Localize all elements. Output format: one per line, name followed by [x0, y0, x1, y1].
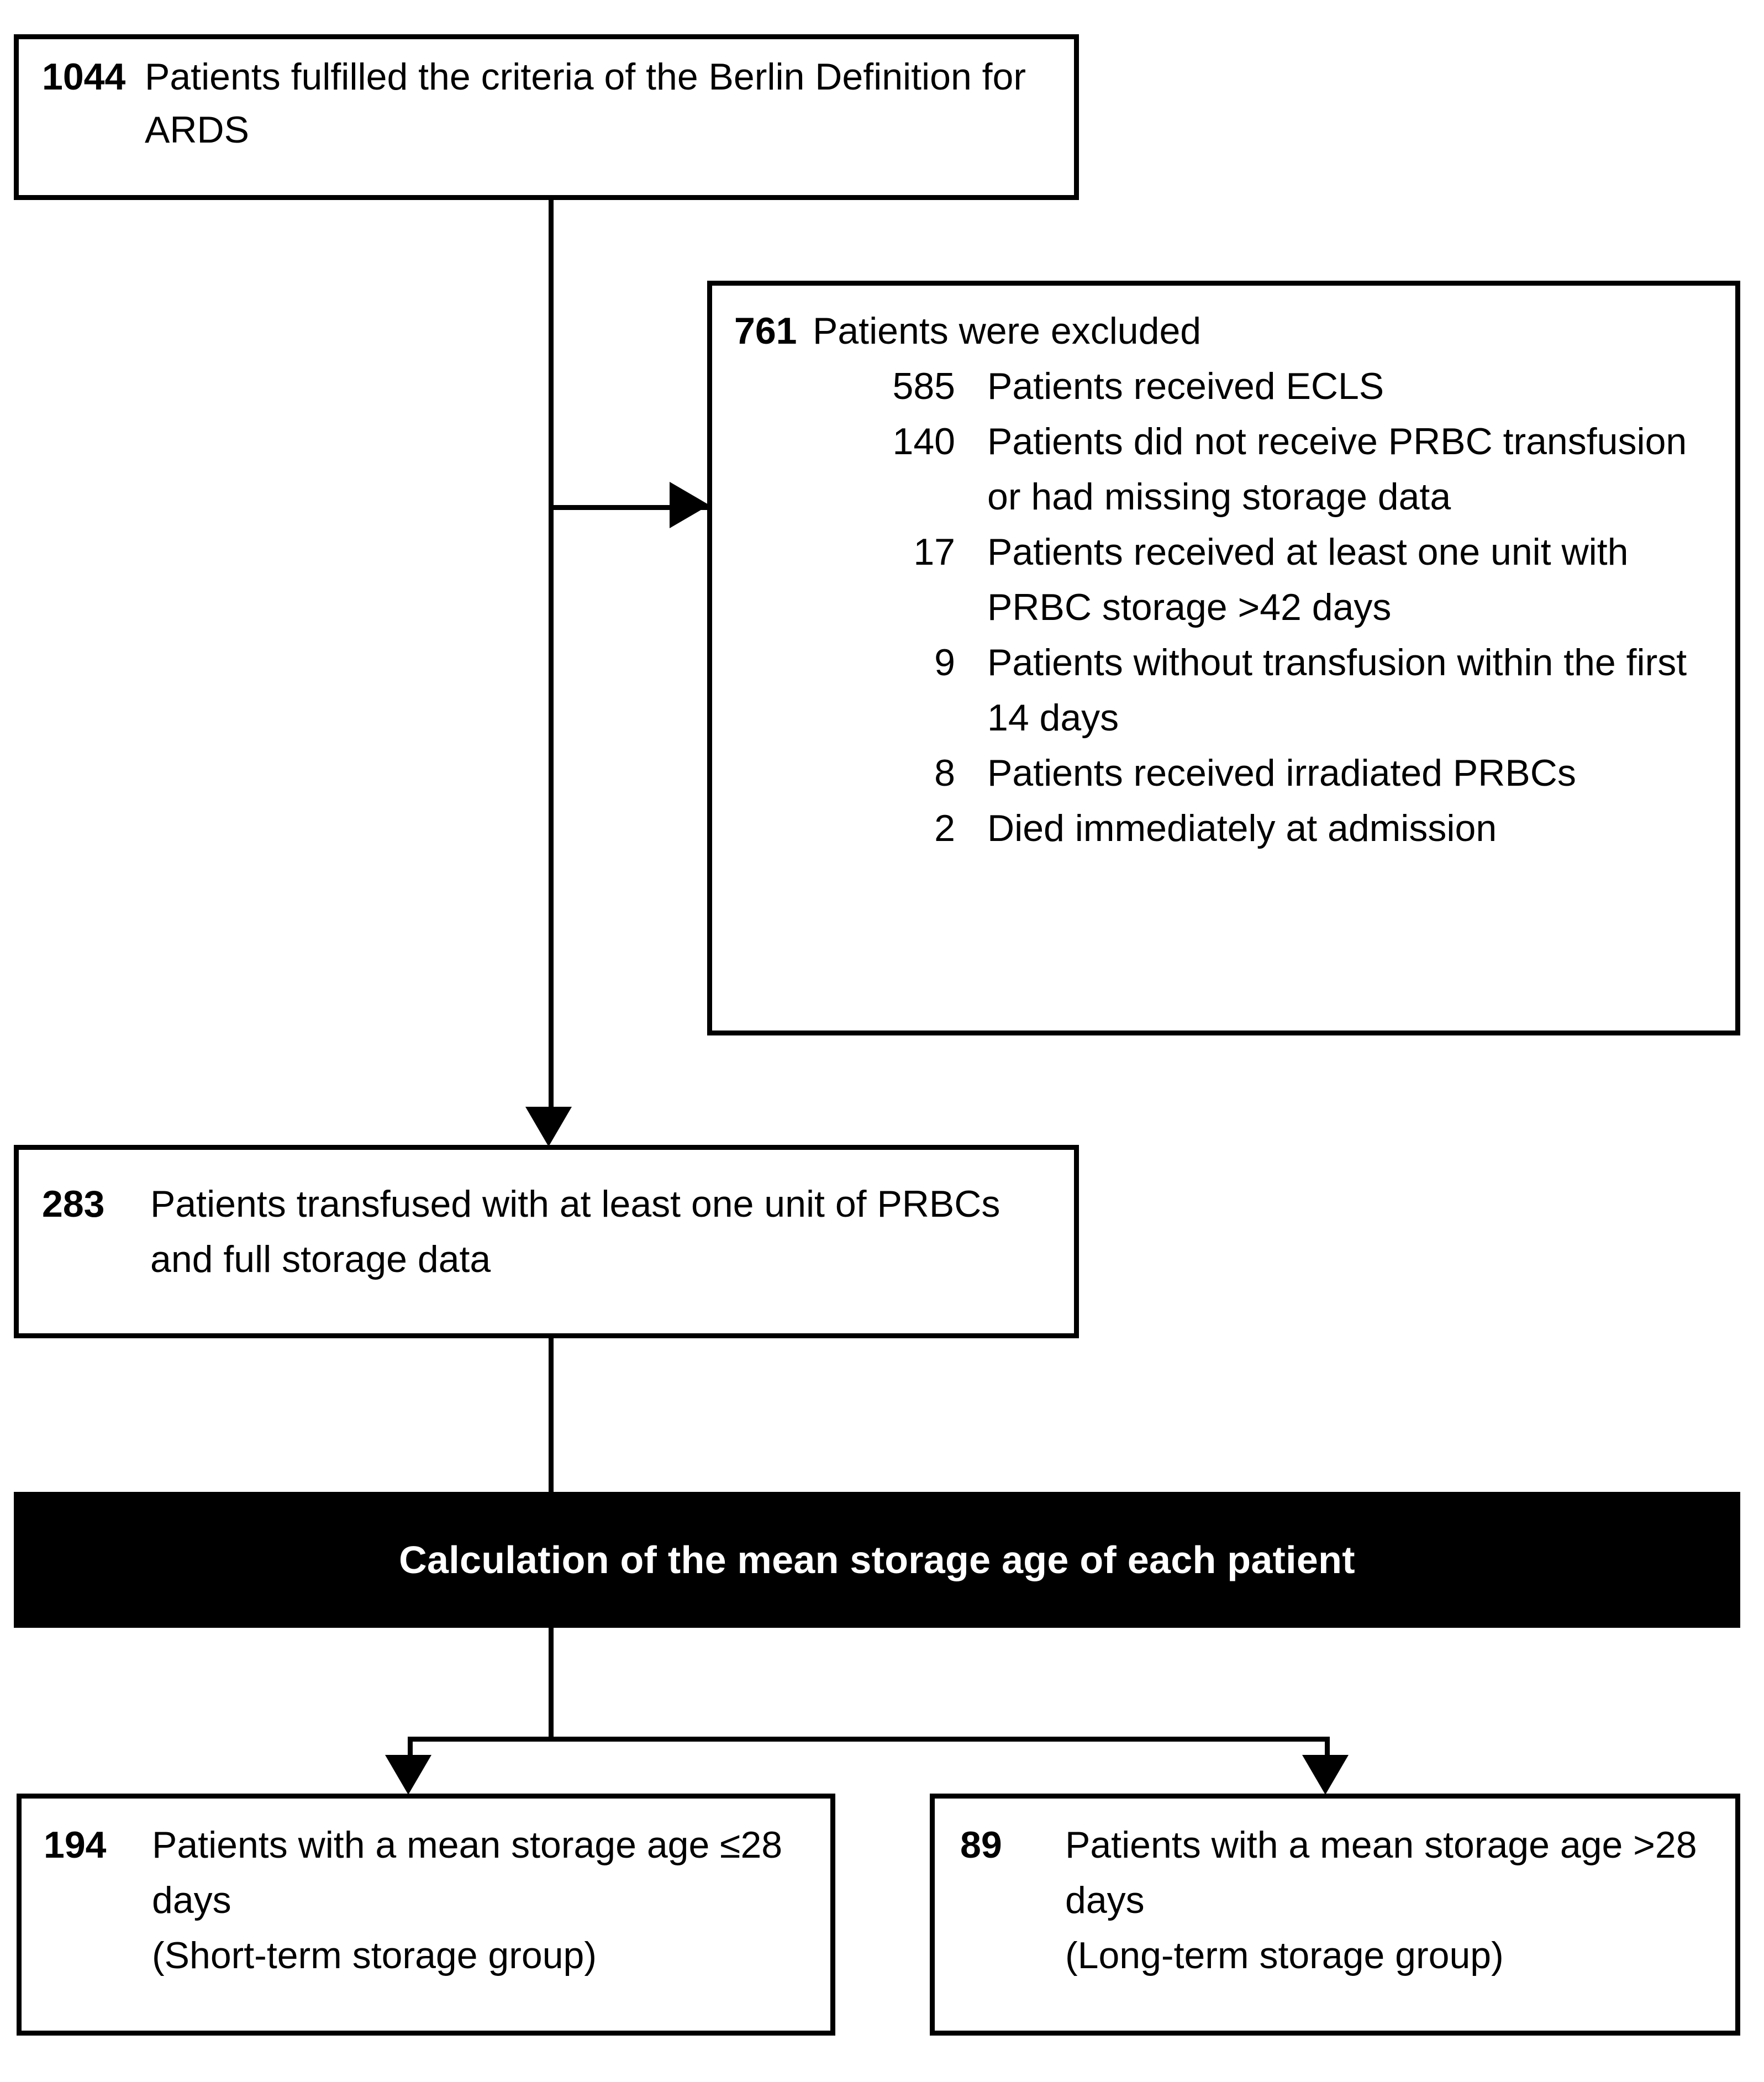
reason-count: 8	[934, 752, 955, 794]
long-term-row: 89 Patients with a mean storage age >28 …	[960, 1817, 1722, 1983]
reason-label: Patients received ECLS	[987, 365, 1384, 407]
reason-label: Patients received at least one unit with…	[987, 531, 1629, 628]
short-term-row: 194 Patients with a mean storage age ≤28…	[44, 1817, 817, 1983]
reason-label: Died immediately at admission	[987, 807, 1497, 849]
list-item: 17 Patients received at least one unit w…	[734, 524, 1724, 635]
list-item: 9 Patients without transfusion within th…	[734, 635, 1724, 745]
exclusion-reason-list: 585 Patients received ECLS 140 Patients …	[734, 359, 1724, 856]
screened-row: 1044 Patients fulfilled the criteria of …	[42, 50, 1052, 156]
excluded-header-row: 761 Patients were excluded	[734, 303, 1724, 359]
long-term-count: 89	[960, 1824, 1002, 1866]
reason-count: 585	[892, 365, 955, 407]
long-term-group-name: (Long-term storage group)	[1065, 1934, 1504, 1976]
reason-label: Patients did not receive PRBC transfusio…	[987, 420, 1687, 518]
connector-to-excluded	[551, 505, 711, 510]
reason-count: 140	[892, 420, 955, 462]
connector-screened-to-included	[549, 200, 554, 1111]
short-term-group-name: (Short-term storage group)	[152, 1934, 597, 1976]
reason-count: 9	[934, 642, 955, 684]
list-item: 2 Died immediately at admission	[734, 801, 1724, 856]
arrowhead-down-included	[525, 1107, 572, 1147]
arrowhead-down-short-term	[385, 1755, 431, 1795]
reason-label: Patients without transfusion within the …	[987, 642, 1687, 739]
arrowhead-right-excluded	[670, 482, 709, 528]
long-term-label: Patients with a mean storage age >28 day…	[1065, 1824, 1697, 1921]
calculation-banner-label: Calculation of the mean storage age of e…	[399, 1538, 1355, 1581]
list-item: 8 Patients received irradiated PRBCs	[734, 745, 1724, 801]
included-count: 283	[42, 1183, 105, 1225]
connector-included-to-calculation	[549, 1338, 554, 1493]
list-item: 585 Patients received ECLS	[734, 359, 1724, 414]
short-term-label: Patients with a mean storage age ≤28 day…	[152, 1824, 783, 1921]
excluded-patients-box: 761 Patients were excluded 585 Patients …	[707, 281, 1740, 1035]
long-term-group-box: 89 Patients with a mean storage age >28 …	[930, 1794, 1740, 2036]
reason-label: Patients received irradiated PRBCs	[987, 752, 1576, 794]
short-term-group-box: 194 Patients with a mean storage age ≤28…	[17, 1794, 835, 2036]
short-term-text: Patients with a mean storage age ≤28 day…	[152, 1817, 817, 1983]
calculation-banner: Calculation of the mean storage age of e…	[14, 1492, 1740, 1628]
arrowhead-down-long-term	[1302, 1755, 1349, 1795]
reason-count: 2	[934, 807, 955, 849]
list-item: 140 Patients did not receive PRBC transf…	[734, 414, 1724, 524]
connector-calculation-to-split	[549, 1628, 554, 1740]
short-term-count: 194	[44, 1824, 107, 1866]
included-label: Patients transfused with at least one un…	[150, 1183, 1001, 1280]
included-patients-box: 283 Patients transfused with at least on…	[14, 1145, 1079, 1338]
reason-count: 17	[913, 531, 955, 573]
excluded-count: 761	[734, 310, 797, 352]
split-bar	[408, 1737, 1330, 1742]
screened-count: 1044	[42, 56, 126, 98]
included-row: 283 Patients transfused with at least on…	[42, 1176, 1057, 1287]
long-term-text: Patients with a mean storage age >28 day…	[1065, 1817, 1722, 1983]
excluded-label: Patients were excluded	[813, 310, 1202, 352]
screened-label: Patients fulfilled the criteria of the B…	[145, 56, 1026, 151]
screened-patients-box: 1044 Patients fulfilled the criteria of …	[14, 34, 1079, 200]
